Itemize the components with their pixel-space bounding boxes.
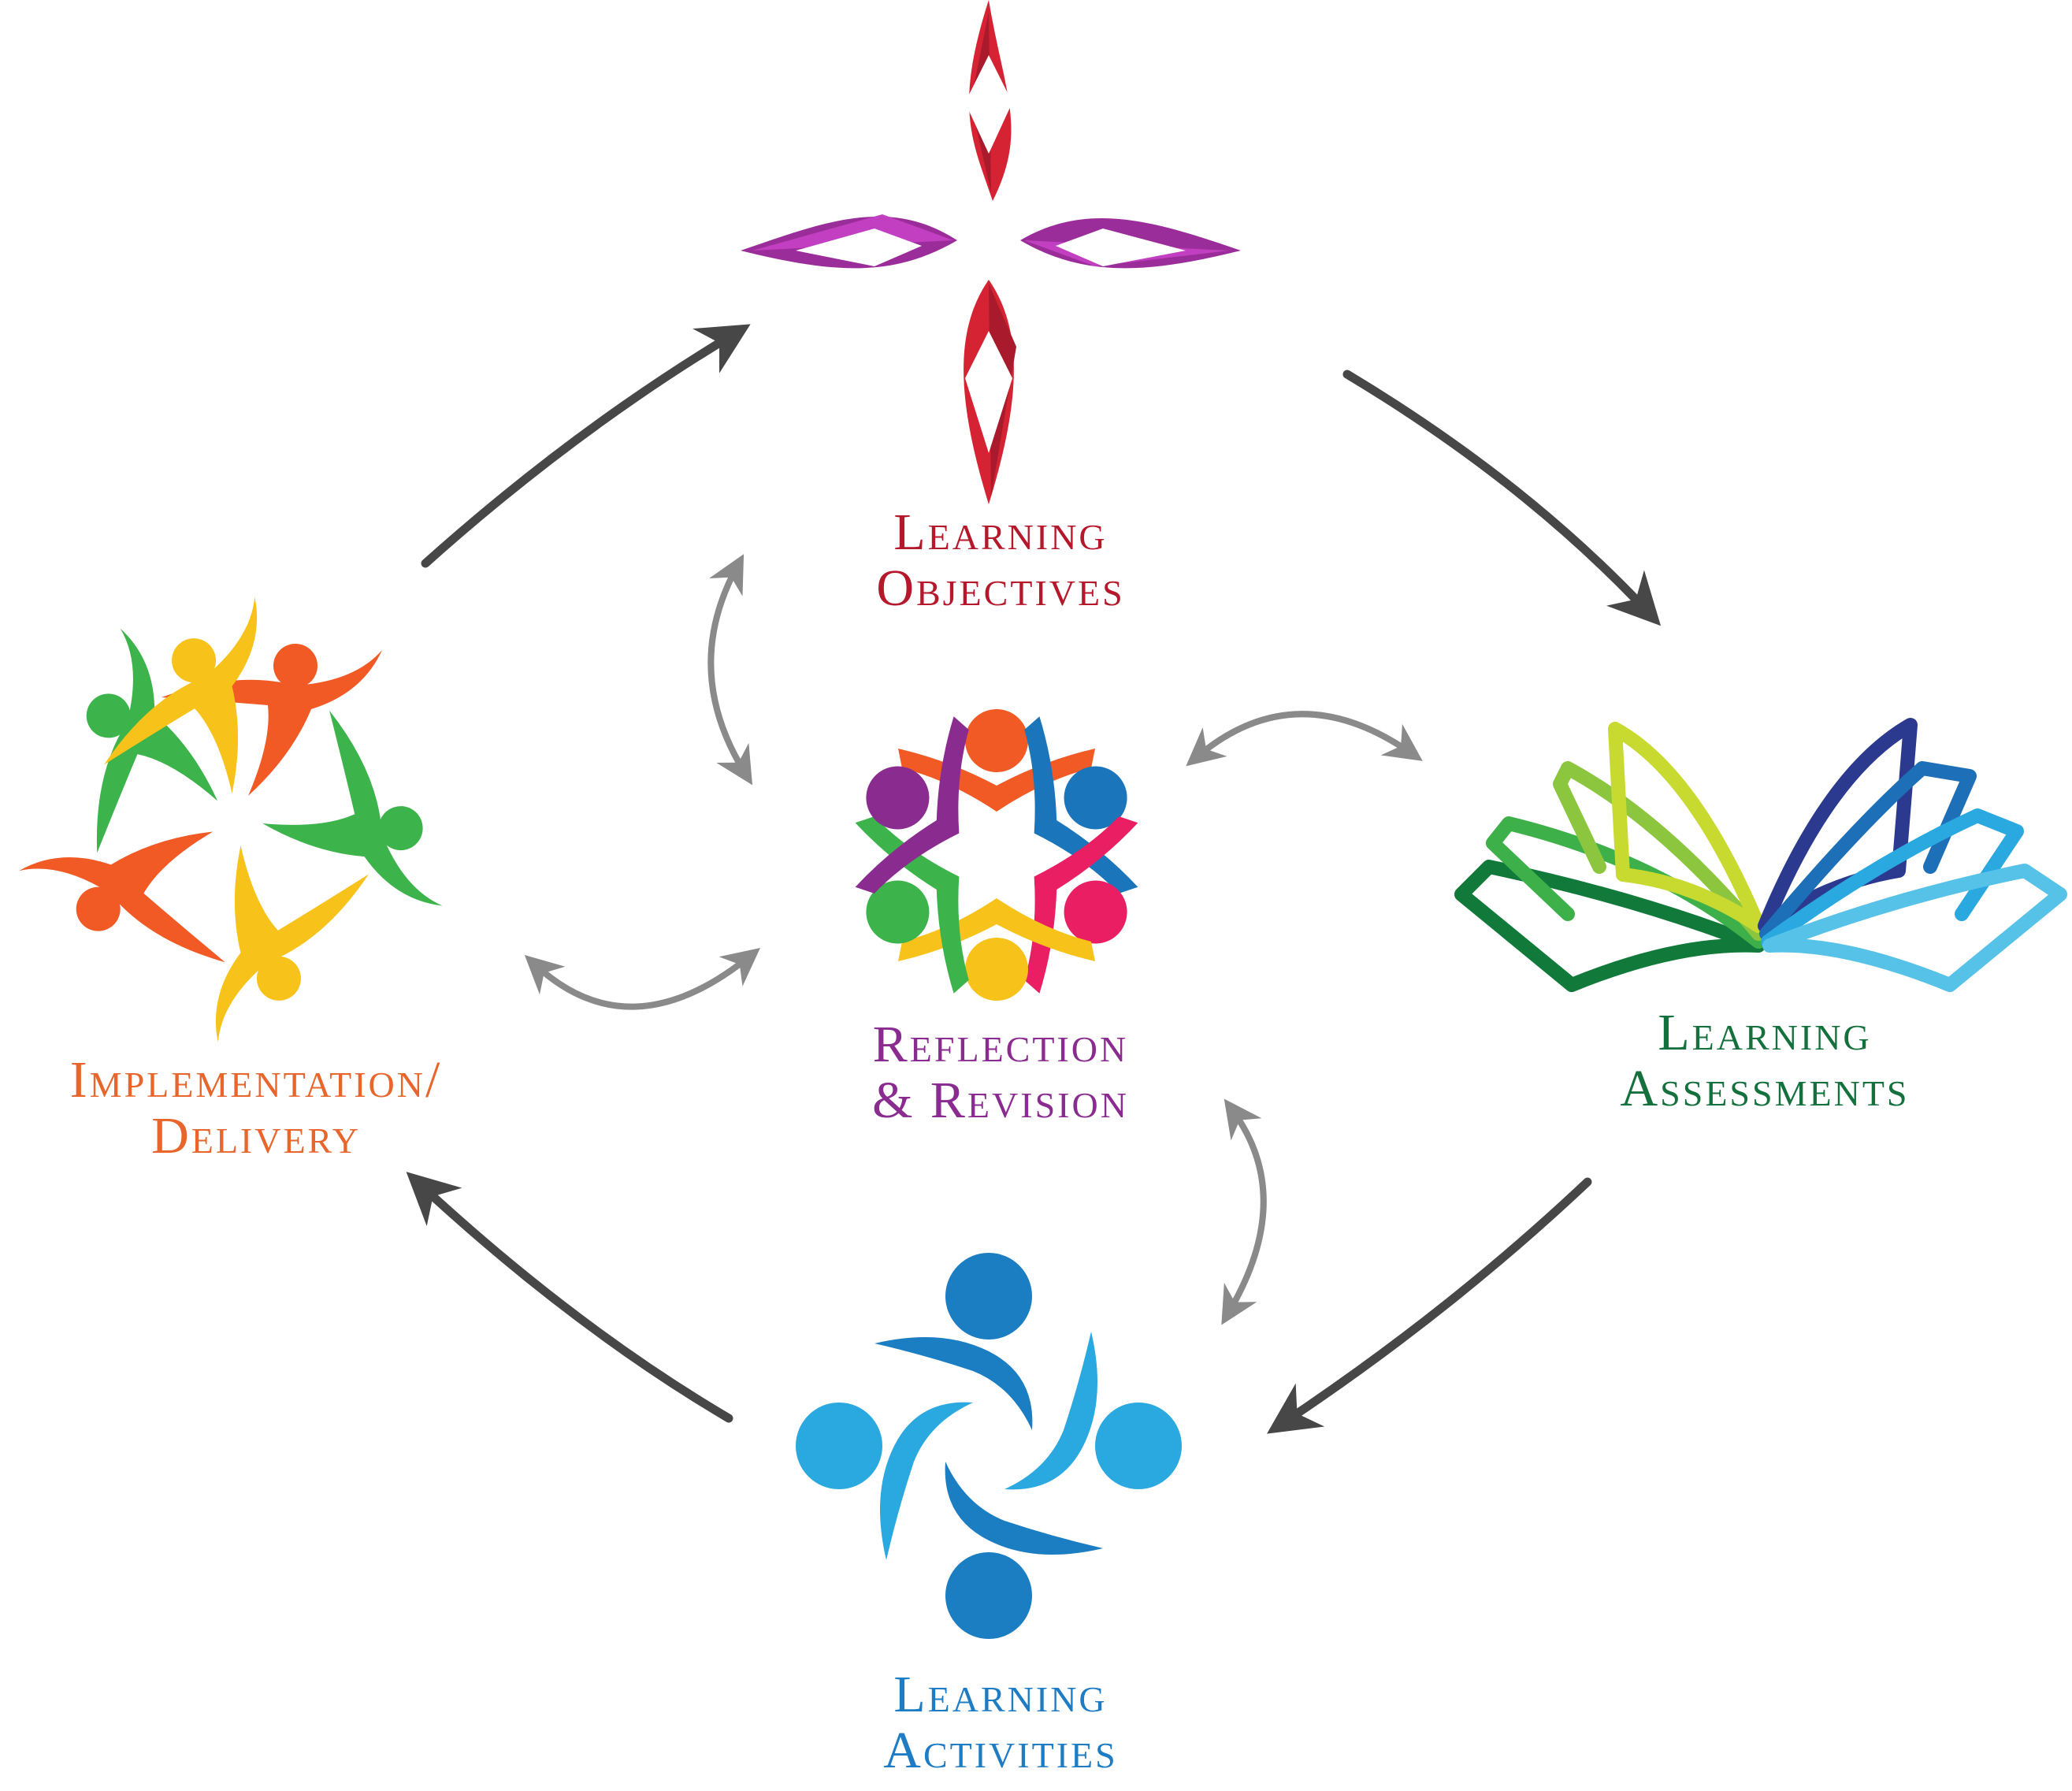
four-point-star-icon (741, 0, 1241, 504)
objectives-line1: Learning (893, 503, 1108, 561)
reflection-arrows (524, 554, 1423, 1325)
double-arrow-reflection-objectives (707, 554, 753, 786)
implementation-delivery-label: Implementation/ Delivery (0, 1052, 512, 1165)
hands-joined-circle-icon (855, 709, 1138, 1001)
double-arrow-reflection-activities (1221, 1098, 1267, 1325)
arrow-assessments-to-activities (1267, 1177, 1592, 1434)
dancing-people-circle-icon (18, 596, 443, 1042)
assessments-line1: Learning (1658, 1004, 1872, 1061)
reflection-line2: & Revision (872, 1072, 1129, 1130)
learning-objectives-label: Learning Objectives (804, 504, 1198, 617)
cycle-arrows (406, 324, 1662, 1434)
four-people-circle-icon (796, 1253, 1182, 1639)
reflection-revision-label: Reflection & Revision (804, 1016, 1198, 1129)
reflection-line1: Reflection (872, 1016, 1129, 1073)
assessments-line2: Assessments (1620, 1060, 1910, 1118)
double-arrow-reflection-assessments (1186, 711, 1423, 767)
learning-assessments-label: Learning Assessments (1560, 1005, 1970, 1117)
open-book-icon (1454, 718, 2067, 992)
learning-activities-label: Learning Activities (823, 1667, 1178, 1779)
objectives-line2: Objectives (876, 559, 1125, 618)
arrow-activities-to-implementation (406, 1172, 733, 1423)
activities-line2: Activities (883, 1722, 1118, 1780)
arrow-implementation-to-objectives (421, 324, 751, 568)
activities-line1: Learning (893, 1666, 1108, 1723)
double-arrow-reflection-implementation (524, 948, 760, 1010)
implementation-line2: Delivery (151, 1107, 361, 1165)
implementation-line1: Implementation/ (69, 1051, 443, 1109)
arrow-objectives-to-assessments (1342, 370, 1662, 626)
